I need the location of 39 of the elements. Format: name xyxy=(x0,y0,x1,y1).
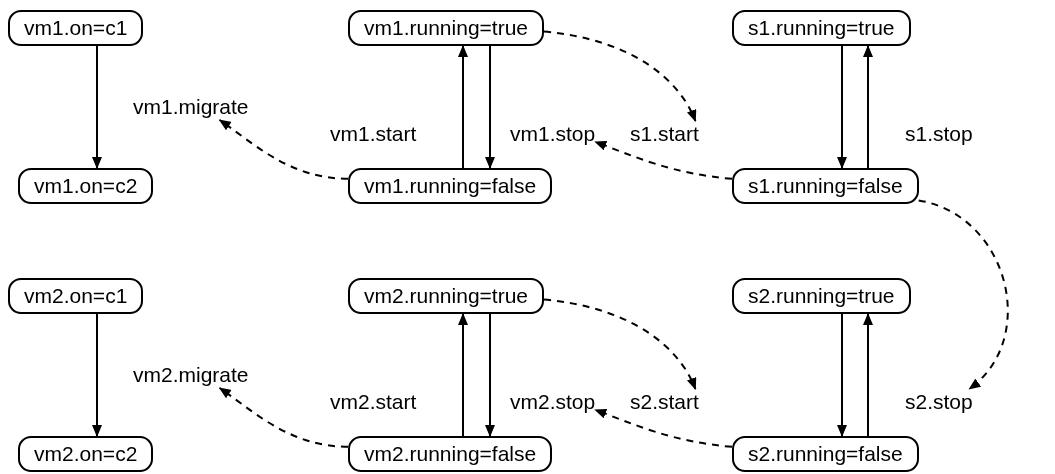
state-box: s1.running=true xyxy=(732,10,911,46)
dashed-arrow xyxy=(543,30,697,122)
state-box: s2.running=false xyxy=(732,436,919,472)
state-box: vm2.on=c2 xyxy=(18,436,154,472)
arrow xyxy=(837,313,847,437)
transition-label: vm1.start xyxy=(330,121,417,147)
transition-label: s1.stop xyxy=(905,121,973,147)
transition-label: s2.start xyxy=(630,389,699,415)
transition-label: s2.stop xyxy=(905,389,973,415)
state-box: vm1.running=false xyxy=(348,168,553,204)
transition-label: vm2.start xyxy=(330,389,417,415)
state-box: vm2.on=c1 xyxy=(8,278,144,314)
arrow xyxy=(92,45,102,169)
transition-label: vm1.stop xyxy=(510,121,596,147)
dashed-arrow xyxy=(218,387,349,448)
dashed-arrow xyxy=(917,199,1009,390)
state-box: s1.running=false xyxy=(732,168,919,204)
transition-label: vm2.stop xyxy=(510,389,596,415)
transition-label: s1.start xyxy=(630,121,699,147)
arrow xyxy=(863,313,873,437)
arrow xyxy=(485,45,495,169)
transition-label: vm1.migrate xyxy=(133,94,249,120)
state-box: s2.running=true xyxy=(732,278,911,314)
dashed-arrow xyxy=(218,119,349,180)
arrow xyxy=(837,45,847,169)
dashed-arrow xyxy=(594,408,733,448)
arrow xyxy=(863,45,873,169)
state-box: vm2.running=true xyxy=(348,278,544,314)
transition-label: vm2.migrate xyxy=(133,362,249,388)
arrow xyxy=(458,313,468,437)
state-box: vm1.on=c2 xyxy=(18,168,154,204)
arrow xyxy=(485,313,495,437)
state-box: vm1.on=c1 xyxy=(8,10,144,46)
arrow xyxy=(458,45,468,169)
arrow xyxy=(92,313,102,437)
dashed-arrow xyxy=(543,298,697,390)
dashed-arrow xyxy=(594,140,733,180)
state-box: vm2.running=false xyxy=(348,436,553,472)
state-box: vm1.running=true xyxy=(348,10,544,46)
